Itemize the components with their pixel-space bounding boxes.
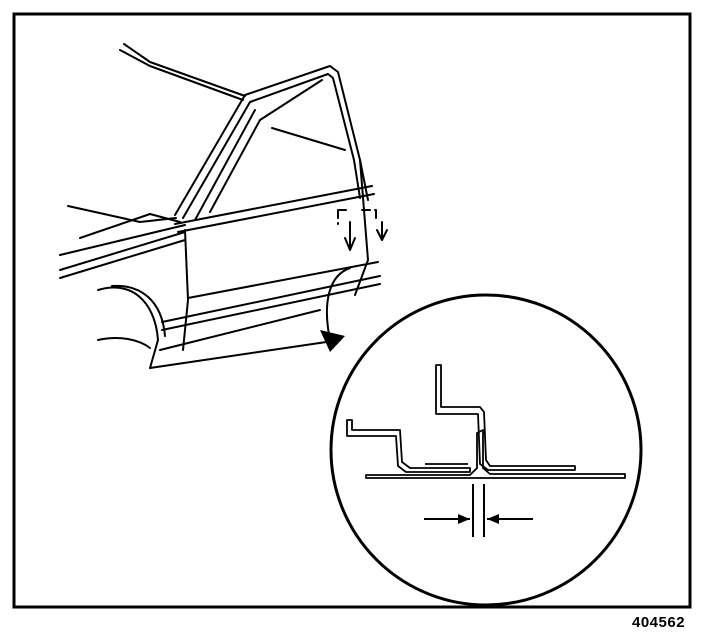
gap-dimension (424, 484, 533, 537)
car-body-sketch (59, 43, 388, 369)
dimension-arrow-right-icon (458, 514, 470, 524)
dimension-arrow-left-icon (487, 514, 499, 524)
curved-arrow-head-icon (320, 330, 345, 352)
detail-circle (329, 293, 643, 607)
panel-flange-detail (346, 364, 626, 479)
figure-number: 404562 (632, 614, 686, 631)
figure-border (12, 12, 692, 609)
